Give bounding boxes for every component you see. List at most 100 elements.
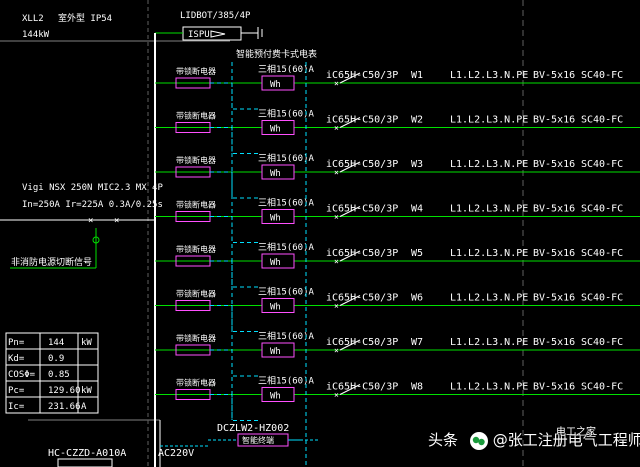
param-value: 231.66 <box>48 402 81 412</box>
header-left-kw: 144kW <box>22 30 50 40</box>
breaker-symbol-icon <box>339 206 361 217</box>
circuit-cable: BV-5x16 <box>533 248 575 259</box>
circuit-id: W7 <box>411 337 423 348</box>
breaker-symbol-icon <box>339 161 361 173</box>
ac-voltage: AC220V <box>158 448 194 459</box>
breaker-model: iC65H-C50/3P <box>326 159 398 170</box>
watermark-prefix: 头条 <box>428 431 459 449</box>
circuit-conduit: SC40-FC <box>581 293 623 304</box>
param-name: Kd= <box>8 354 25 364</box>
meter-rating: 三相15(60)A <box>258 286 315 298</box>
circuit-id: W2 <box>411 115 423 126</box>
meter-rating: 三相15(60)A <box>258 197 315 209</box>
aux-device-label: 带锁断电器 <box>176 378 216 388</box>
breaker-symbol-icon <box>339 250 361 262</box>
meter-box <box>261 342 295 358</box>
breaker-model: iC65H-C50/3P <box>326 204 398 215</box>
breaker-x-icon: × <box>334 124 339 133</box>
meter-rating: 三相15(60)A <box>258 63 315 75</box>
meter-header: 智能预付费卡式电表 <box>236 48 317 60</box>
circuit-conduit: SC40-FC <box>581 70 623 81</box>
circuit-id: W4 <box>411 204 423 215</box>
circuit-id: W3 <box>411 159 423 170</box>
param-unit: A <box>81 402 87 412</box>
meter-rating: 三相15(60)A <box>258 375 315 387</box>
circuit-phases: L1.L2.L3.N.PE <box>450 293 528 304</box>
cabinet-model: HC-CZZD-A010A <box>48 448 126 459</box>
meter-box-label: Wh <box>270 392 281 402</box>
circuit-id: W6 <box>411 293 423 304</box>
watermark-handle: @张工注册电气工程师 <box>492 431 640 449</box>
circuit-phases: L1.L2.L3.N.PE <box>450 382 528 393</box>
breaker-x-icon: × <box>334 257 339 266</box>
meter-box-label: Wh <box>270 169 281 179</box>
concentrator-model: DCZLW2-HZ002 <box>217 423 289 434</box>
circuit-id: W8 <box>411 382 423 393</box>
circuit-cable: BV-5x16 <box>533 337 575 348</box>
breaker-model: iC65H-C50/3P <box>326 70 398 81</box>
circuit-conduit: SC40-FC <box>581 382 623 393</box>
param-unit: kW <box>81 338 92 348</box>
header-left-top2: 室外型 IP54 <box>58 12 112 24</box>
meter-box-label: Wh <box>270 214 281 224</box>
meter-box-label: Wh <box>270 80 281 90</box>
main-breaker-x-icon-2: × <box>114 216 119 226</box>
circuit-phases: L1.L2.L3.N.PE <box>450 337 528 348</box>
circuit-conduit: SC40-FC <box>581 159 623 170</box>
circuit-phases: L1.L2.L3.N.PE <box>450 248 528 259</box>
breaker-x-icon: × <box>334 79 339 88</box>
control-link <box>210 305 258 332</box>
meter-box <box>261 387 295 402</box>
concentrator-label: 智能终端 <box>242 435 274 445</box>
main-breaker-x-icon: × <box>88 216 93 226</box>
main-breaker-model: Vigi NSX 250N MIC2.3 MX 4P <box>22 183 163 193</box>
meter-rating: 三相15(60)A <box>258 152 315 164</box>
breaker-x-icon: × <box>334 213 339 222</box>
meter-box <box>261 298 295 313</box>
meter-rating: 三相15(60)A <box>258 108 315 120</box>
breaker-model: iC65H-C50/3P <box>326 382 398 393</box>
meter-box-label: Wh <box>270 303 281 313</box>
breaker-x-icon: × <box>334 302 339 311</box>
control-link <box>210 171 258 199</box>
circuit-conduit: SC40-FC <box>581 248 623 259</box>
param-value: 0.9 <box>48 354 64 364</box>
circuit-cable: BV-5x16 <box>533 293 575 304</box>
aux-device-label: 带锁断电器 <box>176 155 216 165</box>
wechat-logo-icon <box>469 431 489 451</box>
param-value: 129.60 <box>48 386 81 396</box>
cabinet-label-box <box>57 458 113 467</box>
header-left-top: XLL2 <box>22 14 44 24</box>
frame <box>0 0 524 467</box>
aux-device-label: 带锁断电器 <box>176 333 216 343</box>
meter-box <box>261 164 295 180</box>
fire-cut-label: 非消防电源切断信号 <box>11 256 92 268</box>
breaker-x-icon: × <box>334 346 339 355</box>
breaker-symbol-icon <box>339 117 361 128</box>
meter-box <box>261 120 295 135</box>
breaker-symbol-icon <box>339 295 361 306</box>
circuit-phases: L1.L2.L3.N.PE <box>450 115 528 126</box>
param-value: 0.85 <box>48 370 70 380</box>
control-link <box>210 216 258 243</box>
aux-device-label: 带锁断电器 <box>176 111 216 121</box>
spd-label: ISPU <box>188 30 210 40</box>
control-link <box>210 349 258 377</box>
aux-device-label: 带锁断电器 <box>176 289 216 299</box>
breaker-symbol-icon <box>339 72 361 84</box>
control-link <box>210 82 258 110</box>
meter-rating: 三相15(60)A <box>258 241 315 253</box>
circuit-phases: L1.L2.L3.N.PE <box>450 204 528 215</box>
meter-box-label: Wh <box>270 258 281 268</box>
breaker-x-icon: × <box>334 168 339 177</box>
control-link <box>210 394 258 421</box>
footer: HC-CZZD-A010A AC220V DCZLW2-HZ002 智能终端 <box>48 423 320 467</box>
param-name: Pc= <box>8 386 25 396</box>
